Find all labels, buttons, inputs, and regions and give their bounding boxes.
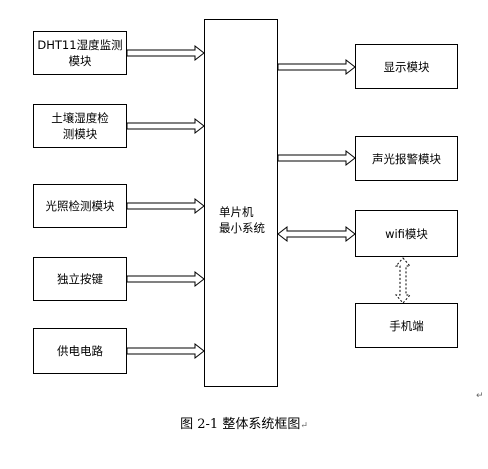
arrow-dht11-to-mcu [126,44,205,62]
wifi-module-label: wifi模块 [385,226,428,241]
light-detection-module-label: 光照检测模块 [45,199,115,213]
light-detection-module-box: 光照检测模块 [33,184,127,228]
display-module-box: 显示模块 [355,44,458,89]
display-module-label: 显示模块 [383,59,430,74]
mcu-minimum-system-label: 单片机 最小系统 [219,205,265,235]
figure-caption: 图 2-1 整体系统框图↵ [0,413,488,432]
figure-caption-text: 图 2-1 整体系统框图 [180,417,301,432]
power-circuit-box: 供电电路 [33,328,127,374]
alarm-module-label: 声光报警模块 [372,151,441,166]
alarm-module-box: 声光报警模块 [355,136,458,181]
arrow-light-to-mcu [126,197,205,215]
dht11-module-box: DHT11湿度监测 模块 [33,31,127,75]
wifi-module-box: wifi模块 [355,210,458,257]
soil-moisture-module-label: 土壤湿度检 测模块 [51,111,109,141]
phone-label: 手机端 [389,318,424,333]
arrow-power-to-mcu [126,342,205,360]
arrow-mcu-to-display [277,58,356,76]
arrow-wifi-phone-dashed [394,257,412,304]
arrow-soil-to-mcu [126,117,205,135]
paragraph-mark-right: ↵ [476,391,484,401]
arrow-key-to-mcu [126,270,205,288]
phone-box: 手机端 [355,303,458,348]
independent-key-box: 独立按键 [33,257,127,301]
mcu-minimum-system-box: 单片机 最小系统 [204,19,278,387]
arrow-mcu-to-alarm [277,149,356,167]
independent-key-label: 独立按键 [57,272,103,286]
dht11-module-label: DHT11湿度监测 模块 [37,38,123,68]
arrow-mcu-wifi-bidirectional [277,225,356,243]
power-circuit-label: 供电电路 [57,344,103,358]
paragraph-mark-caption: ↵ [300,421,308,431]
